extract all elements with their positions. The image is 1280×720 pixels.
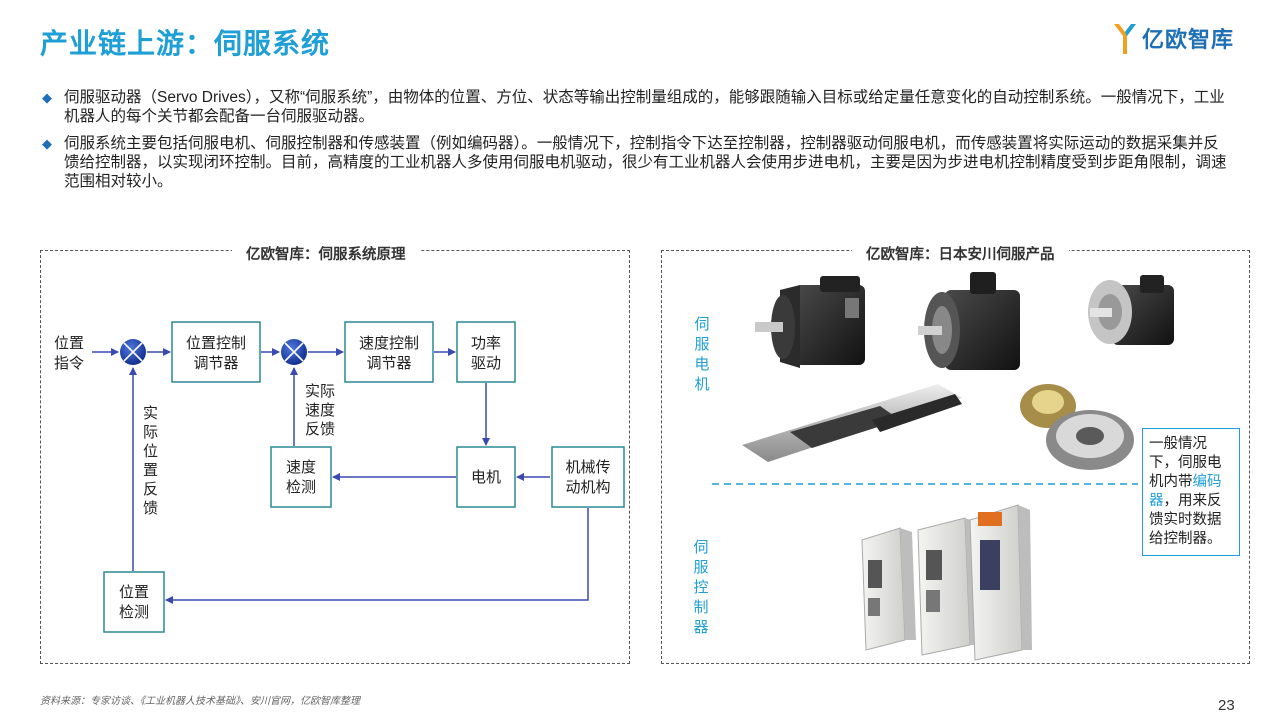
servo-controller-side-label: 伺服控制器 [693, 539, 709, 636]
logo-icon [1114, 24, 1136, 54]
diamond-bullet-icon: ◆ [42, 90, 52, 105]
bullet-list: ◆ 伺服驱动器（Servo Drives），又称“伺服系统”，由物体的位置、方位… [42, 88, 1232, 199]
bullet-text: 伺服驱动器（Servo Drives），又称“伺服系统”，由物体的位置、方位、状… [64, 89, 1225, 125]
bullet-item: ◆ 伺服驱动器（Servo Drives），又称“伺服系统”，由物体的位置、方位… [42, 88, 1232, 126]
servo-principle-panel [40, 250, 630, 664]
page-number: 23 [1218, 697, 1235, 714]
servo-motor-side-label: 伺服电机 [694, 316, 710, 393]
bullet-text: 伺服系统主要包括伺服电机、伺服控制器和传感装置（例如编码器）。一般情况下，控制指… [64, 135, 1227, 190]
encoder-note-text: 一般情况下，伺服电机内带 [1149, 436, 1222, 490]
encoder-note-highlight: 编码器 [1149, 474, 1222, 509]
brand-logo: 亿欧智库 [1112, 18, 1234, 58]
diamond-bullet-icon: ◆ [42, 136, 52, 151]
encoder-note-text: ，用来反馈实时数据给控制器。 [1149, 493, 1222, 547]
page-title: 产业链上游：伺服系统 [40, 28, 331, 59]
source-footnote: 资料来源：专家访谈、《工业机器人技术基础》、安川官网，亿欧智库整理 [40, 696, 360, 707]
bullet-item: ◆ 伺服系统主要包括伺服电机、伺服控制器和传感装置（例如编码器）。一般情况下，控… [42, 134, 1232, 191]
servo-principle-title: 亿欧智库：伺服系统原理 [232, 243, 420, 264]
yaskawa-products-title: 亿欧智库：日本安川伺服产品 [852, 243, 1069, 264]
logo-text: 亿欧智库 [1142, 27, 1235, 52]
encoder-note: 一般情况下，伺服电机内带编码器，用来反馈实时数据给控制器。 [1142, 428, 1240, 556]
